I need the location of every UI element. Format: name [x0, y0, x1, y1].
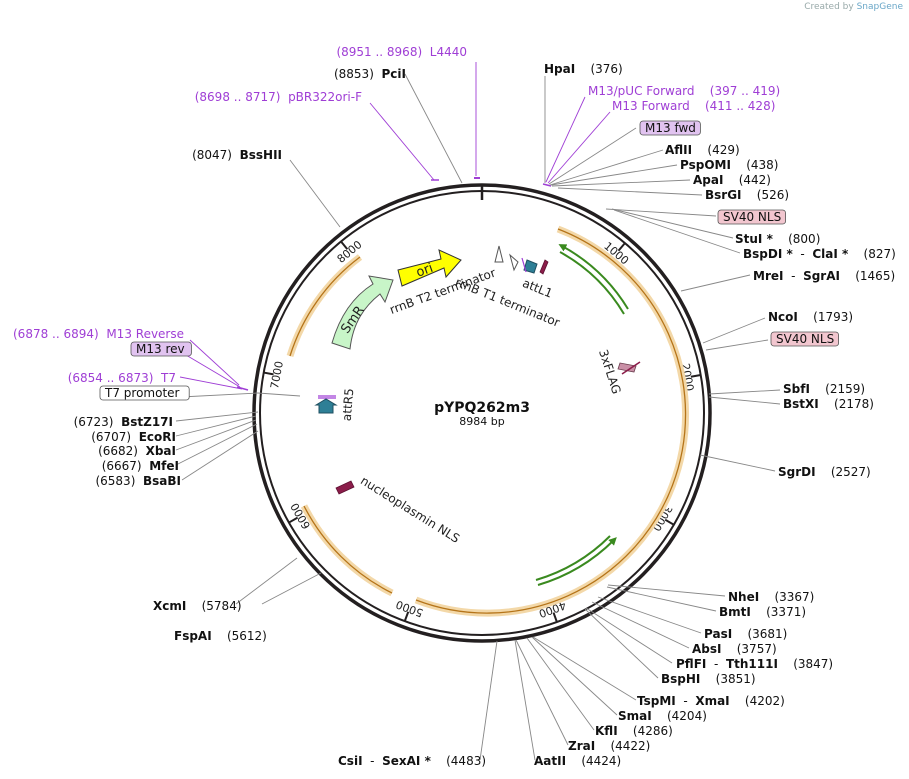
feature-box-sv40b: SV40 NLS [770, 331, 839, 347]
ori-label: ori [414, 261, 435, 281]
site-label-stui: StuI * (800) [735, 232, 820, 246]
plasmid-name: pYPQ262m3 [434, 400, 530, 416]
cds-arc-left [300, 504, 394, 597]
ruler-tick [403, 611, 410, 622]
site-label-bspdi: BspDI * - ClaI * (827) [743, 247, 896, 261]
site-label-pcii: (8853) PciI [334, 67, 406, 81]
site-label-xbai: (6682) XbaI [98, 444, 176, 458]
ruler-tick [664, 518, 675, 526]
green-arc-bottom [537, 537, 617, 586]
feature-box-label: T7 promoter [104, 386, 180, 400]
primer-m13rev-marker [236, 386, 249, 391]
smr-arrow [331, 275, 394, 350]
site-label-zrai: ZraI (4422) [568, 739, 650, 753]
site-label-pflfi: PflFI - Tth111I (3847) [676, 657, 833, 671]
ori-arrow [397, 249, 462, 287]
primer-label-l4440: (8951 .. 8968) L4440 [336, 45, 467, 59]
feature-box-sv40a: SV40 NLS [717, 209, 786, 225]
site-label-bsphi: BspHI (3851) [661, 672, 756, 686]
ruler-tick [288, 516, 299, 524]
feature-box-label: SV40 NLS [776, 332, 834, 346]
credit-prefix: Created by [804, 2, 854, 12]
feature-box-label: SV40 NLS [723, 210, 781, 224]
primer-label-m13fwd_primer: M13 Forward (411 .. 428) [612, 99, 775, 113]
primer-label-pbr: (8698 .. 8717) pBR322ori-F [195, 90, 362, 104]
nucleoplasmin-marker [335, 480, 355, 495]
site-label-ecori: (6707) EcoRI [91, 430, 176, 444]
site-label-smai: SmaI (4204) [618, 709, 707, 723]
ruler-tick [340, 240, 349, 250]
ruler-tick [617, 242, 626, 252]
site-label-bstz17i: (6723) BstZ17I [74, 415, 173, 429]
flag-label: 3xFLAG [596, 348, 624, 396]
site-label-sbfi: SbfI (2159) [783, 382, 865, 396]
ruler-label: 7000 [268, 360, 286, 390]
site-label-mfei: (6667) MfeI [102, 459, 179, 473]
site-label-sgrdi: SgrDI (2527) [778, 465, 871, 479]
primer-label-t7: (6854 .. 6873) T7 [68, 371, 176, 385]
feature-box-m13fwd_box: M13 fwd [639, 120, 701, 136]
snapgene-credit: Created by SnapGene [804, 2, 903, 12]
site-label-kfli: KflI (4286) [595, 724, 673, 738]
feature-box-label: M13 rev [136, 342, 185, 356]
site-label-bsabi: (6583) BsaBI [95, 474, 181, 488]
site-label-pasi: PasI (3681) [704, 627, 787, 641]
ruler-tick [690, 374, 701, 378]
site-label-tspmi: TspMI - XmaI (4202) [637, 694, 785, 708]
site-label-bmti: BmtI (3371) [719, 605, 806, 619]
site-label-bsshii: (8047) BssHII [192, 148, 282, 162]
primer-label-m13rev_primer: (6878 .. 6894) M13 Reverse [13, 327, 184, 341]
site-label-fspai: FspAI (5612) [174, 629, 267, 643]
green-arc-top [558, 244, 629, 310]
site-label-mrei: MreI - SgrAI (1465) [753, 269, 895, 283]
site-label-apai: ApaI (442) [693, 173, 771, 187]
attl1-label: attL1 [520, 276, 554, 301]
site-label-xcmi: XcmI (5784) [153, 599, 242, 613]
terminator-symbol-2 [509, 253, 519, 272]
attl1-marker [539, 259, 549, 275]
primer-label-m13puc: M13/pUC Forward (397 .. 419) [588, 84, 780, 98]
feature-box-m13rev_box: M13 rev [130, 341, 192, 357]
backbone-outer [252, 183, 712, 643]
attr5-arrow [314, 398, 338, 414]
ruler-tick [552, 612, 558, 623]
terminator-symbol-1 [494, 245, 504, 263]
ruler-tick [263, 371, 274, 376]
site-label-pspomi: PspOMI (438) [680, 158, 778, 172]
site-label-bstxi: BstXI (2178) [783, 397, 874, 411]
site-label-absi: AbsI (3757) [692, 642, 777, 656]
credit-brand: SnapGene [856, 2, 903, 12]
feature-box-label: M13 fwd [645, 121, 696, 135]
site-label-bsrgi: BsrGI (526) [705, 188, 789, 202]
nucleoplasmin-label: nucleoplasmin NLS [358, 473, 462, 545]
site-label-hpai: HpaI (376) [544, 62, 623, 76]
feature-box-t7prom: T7 promoter [99, 385, 190, 401]
site-label-aflii: AflII (429) [665, 143, 740, 157]
site-label-nhei: NheI (3367) [728, 590, 814, 604]
site-label-aatii: AatII (4424) [534, 754, 621, 768]
primer-m13fwd-marker [542, 183, 552, 187]
site-label-ncoi: NcoI (1793) [768, 310, 853, 324]
site-label-csii: CsiI - SexAI * (4483) [338, 754, 486, 768]
plasmid-length: 8984 bp [459, 415, 504, 428]
attr5-label: attR5 [340, 388, 357, 422]
flag-marker [617, 362, 637, 373]
